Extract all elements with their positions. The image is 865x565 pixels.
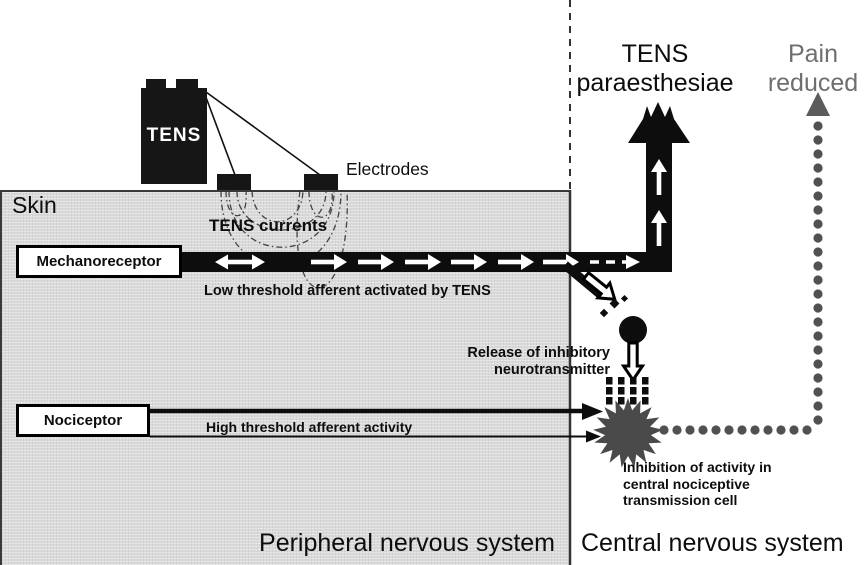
high-threshold-thin-arrow <box>150 430 601 443</box>
dotted-path-vertical <box>813 121 823 425</box>
tens-paraesthesiae-line2: paraesthesiae <box>576 69 734 97</box>
tens-current-field-lines <box>220 190 348 289</box>
pain-reduced-label: Pain reduced <box>753 40 865 98</box>
peripheral-nervous-system-label: Peripheral nervous system <box>259 529 555 557</box>
device-terminal-right <box>176 79 198 89</box>
release-line1: Release of inhibitory <box>467 345 610 361</box>
inhibition-activity-label: Inhibition of activity in central nocice… <box>623 459 772 509</box>
inhibition-line1: Inhibition of activity in <box>623 459 772 475</box>
low-threshold-pathway-label: Low threshold afferent activated by TENS <box>204 283 491 299</box>
inhibition-line2: central nociceptive <box>623 475 750 492</box>
inhibitory-interneuron-circle <box>619 316 647 344</box>
transmission-cell-burst-icon <box>593 398 663 468</box>
device-terminal-left <box>146 79 166 89</box>
electrode-wires <box>203 91 321 176</box>
impulse-double-arrow-icon <box>215 254 265 270</box>
impulse-dashed-arrow-icon <box>590 255 640 269</box>
inhibition-line3: transmission cell <box>623 492 738 508</box>
skin-label: Skin <box>12 192 57 218</box>
mechanoreceptor-label: Mechanoreceptor <box>36 253 162 270</box>
tens-device-label: TENS <box>146 125 202 146</box>
central-nervous-system-label: Central nervous system <box>581 529 844 557</box>
high-threshold-thick-arrow <box>150 403 603 420</box>
synapse-dash-marks <box>599 294 629 318</box>
tens-currents-label: TENS currents <box>209 216 328 235</box>
mechanoreceptor-box: Mechanoreceptor <box>16 245 182 278</box>
dotted-path-horizontal <box>659 425 812 435</box>
tens-device: TENS <box>141 88 207 184</box>
high-threshold-pathway-label: High threshold afferent activity <box>206 419 413 435</box>
electrode-right <box>304 174 338 190</box>
electrodes-label: Electrodes <box>346 159 429 179</box>
neurotransmitter-squares <box>606 377 649 405</box>
paraesthesiae-arrowhead-icon <box>628 102 690 143</box>
tens-paraesthesiae-line1: TENS <box>621 40 689 68</box>
nociceptor-label: Nociceptor <box>43 412 123 429</box>
tens-paraesthesiae-label: TENS paraesthesiae <box>570 40 740 98</box>
electrode-left <box>217 174 251 190</box>
nociceptor-box: Nociceptor <box>16 404 150 437</box>
pain-reduced-arrowhead-icon <box>806 92 830 116</box>
pain-reduced-line2: reduced <box>767 69 859 97</box>
release-open-arrow-icon <box>622 341 644 382</box>
release-line2: neurotransmitter <box>493 362 610 378</box>
release-inhibitory-label: Release of inhibitory neurotransmitter <box>435 345 610 379</box>
pain-reduced-line1: Pain <box>787 40 839 68</box>
